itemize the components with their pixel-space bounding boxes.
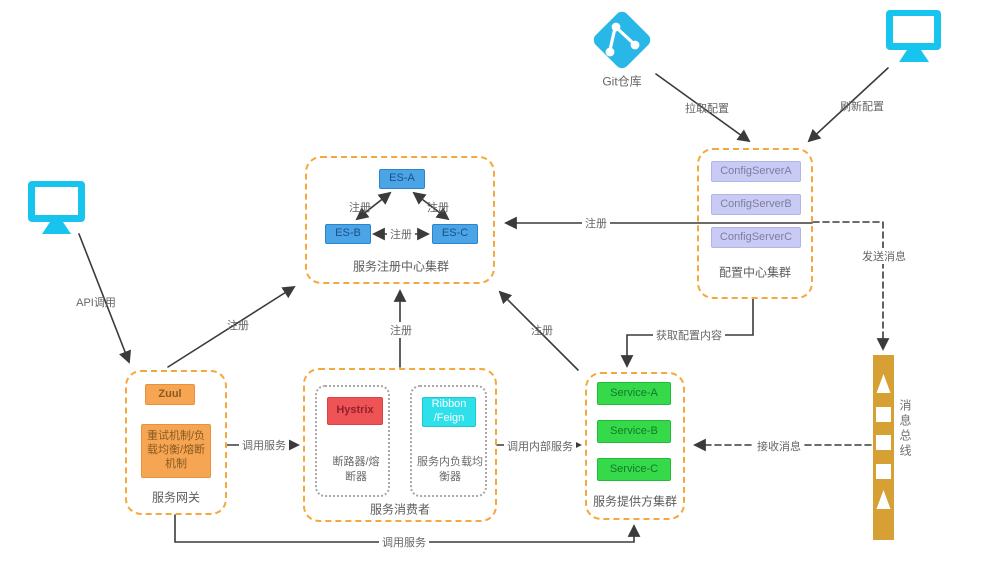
node-service-b: Service-B: [597, 420, 671, 443]
gateway-title: 服务网关: [151, 490, 201, 505]
node-config-server-a: ConfigServerA: [711, 161, 801, 182]
edge-label-pull-config: 拉取配置: [685, 103, 729, 115]
message-bus-label: 消息总线: [898, 399, 912, 459]
edge-label-register-bc: 注册: [387, 226, 415, 242]
node-config-server-c: ConfigServerC: [711, 227, 801, 248]
ribbon-subgroup: [410, 385, 487, 497]
consumer-title: 服务消费者: [369, 502, 431, 517]
node-gateway-mechanism: 重试机制/负载均衡/熔断机制: [141, 424, 211, 478]
edge-label-send-message: 发送消息: [859, 248, 909, 264]
registry-cluster-title: 服务注册中心集群: [352, 259, 450, 274]
consumer-group: [303, 368, 497, 522]
edge-label-call-internal: 调用内部服务: [504, 438, 576, 454]
edge-label-register-ac: 注册: [427, 202, 449, 214]
edge-label-register-config: 注册: [582, 215, 610, 231]
node-hystrix: Hystrix: [327, 397, 383, 425]
node-service-a: Service-A: [597, 382, 671, 405]
node-es-a: ES-A: [379, 169, 425, 189]
node-ribbon-feign: Ribbon /Feign: [422, 397, 476, 427]
edge-label-register-provider: 注册: [531, 325, 553, 337]
config-cluster-group: [697, 148, 813, 299]
node-es-c: ES-C: [432, 224, 478, 244]
arrow-send-message: [812, 221, 890, 351]
provider-cluster-title: 服务提供方集群: [592, 494, 678, 509]
ribbon-line1: Ribbon: [431, 398, 467, 411]
edge-label-refresh-config: 刷新配置: [840, 101, 884, 113]
edge-label-call-service-bottom: 调用服务: [379, 534, 429, 550]
edge-label-register-consumer: 注册: [387, 322, 415, 338]
gateway-group: [125, 370, 227, 515]
user-monitor-icon: [28, 181, 85, 234]
edge-label-api-call: API调用: [76, 297, 116, 309]
edge-label-register-gateway: 注册: [227, 320, 249, 332]
refresh-monitor-icon: [886, 10, 941, 62]
hystrix-desc: 断路器/熔断器: [332, 456, 380, 483]
message-bus-bar: [873, 355, 894, 540]
git-label: Git仓库: [602, 74, 642, 89]
registry-cluster-group: [305, 156, 495, 284]
edge-label-register-ab: 注册: [349, 202, 371, 214]
edge-label-receive-message: 接收消息: [754, 438, 804, 454]
provider-cluster-group: [585, 372, 685, 520]
node-service-c: Service-C: [597, 458, 671, 481]
edge-label-call-service: 调用服务: [239, 437, 289, 453]
edge-label-get-config: 获取配置内容: [653, 327, 725, 343]
hystrix-subgroup: [315, 385, 390, 497]
git-icon: [593, 11, 651, 69]
ribbon-desc: 服务内负载均衡器: [417, 456, 483, 483]
config-cluster-title: 配置中心集群: [718, 265, 792, 280]
ribbon-line2: /Feign: [433, 412, 465, 424]
node-zuul: Zuul: [145, 384, 195, 405]
node-es-b: ES-B: [325, 224, 371, 244]
node-config-server-b: ConfigServerB: [711, 194, 801, 215]
